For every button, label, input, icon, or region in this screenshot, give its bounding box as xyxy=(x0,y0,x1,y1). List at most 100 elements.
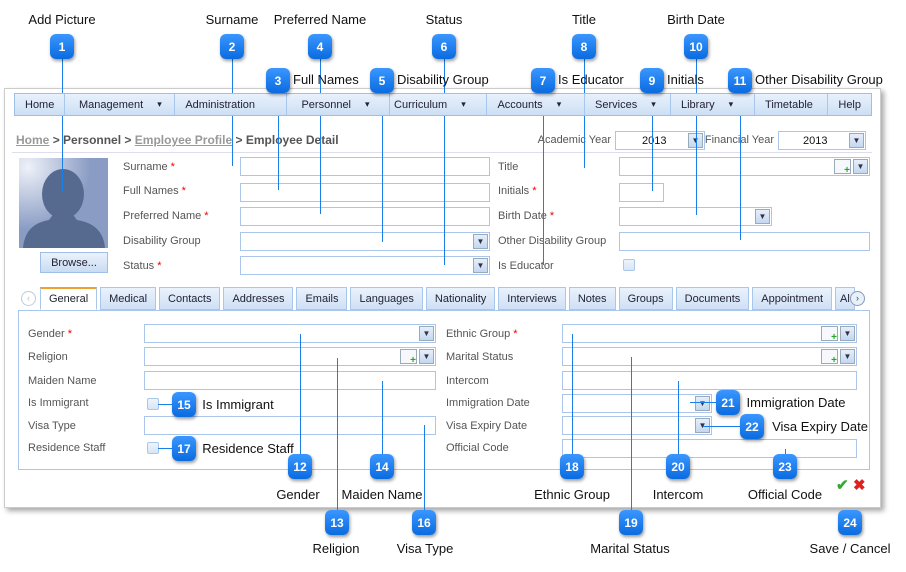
full-names-label: Full Names* xyxy=(123,185,186,197)
religion-select[interactable]: ▼ xyxy=(144,347,436,366)
preferred-name-input[interactable] xyxy=(240,207,490,226)
tab-contacts[interactable]: Contacts xyxy=(159,287,221,310)
tab-documents[interactable]: Documents xyxy=(675,287,750,310)
chevron-down-icon[interactable]: ▼ xyxy=(473,258,488,273)
breadcrumb-personnel: Personnel xyxy=(63,133,122,147)
callout-label: Surname xyxy=(205,12,259,27)
gender-label: Gender* xyxy=(28,328,72,340)
breadcrumb-employee-profile[interactable]: Employee Profile xyxy=(134,133,233,147)
chevron-down-icon[interactable]: ▼ xyxy=(840,349,855,364)
add-icon[interactable] xyxy=(834,159,851,176)
callout-label: Title xyxy=(571,12,597,27)
other-disability-group-input[interactable] xyxy=(619,232,870,251)
tab-general[interactable]: General xyxy=(40,287,98,310)
visa-type-input[interactable] xyxy=(144,416,436,435)
tabs-scroll-right-icon[interactable]: › xyxy=(850,291,865,306)
tabs-scroll-left-icon[interactable]: ‹ xyxy=(21,291,36,306)
nav-management[interactable]: Management xyxy=(65,94,176,115)
add-icon[interactable] xyxy=(400,349,417,366)
callout-14: 14 xyxy=(370,454,394,479)
tab-notes[interactable]: Notes xyxy=(568,287,616,310)
title-select[interactable]: ▼ xyxy=(619,157,870,176)
full-names-input[interactable] xyxy=(240,183,490,202)
nav-home[interactable]: Home xyxy=(15,94,65,115)
official-code-input[interactable] xyxy=(562,439,857,458)
callout-label: Status xyxy=(425,12,463,27)
tab-languages[interactable]: Languages xyxy=(350,287,423,310)
add-icon[interactable] xyxy=(821,349,838,366)
chevron-down-icon[interactable]: ▼ xyxy=(419,326,434,341)
tab-groups[interactable]: Groups xyxy=(618,287,673,310)
callout-label: Add Picture xyxy=(28,12,96,27)
financial-year-label: Financial Year xyxy=(704,134,774,146)
nav-administration[interactable]: Administration xyxy=(175,94,288,115)
initials-input[interactable] xyxy=(619,183,664,202)
visa-expiry-date-picker[interactable]: ▼ xyxy=(562,416,712,435)
callout-label: Immigration Date xyxy=(746,395,846,410)
callout-label: Other Disability Group xyxy=(755,72,883,87)
nav-library[interactable]: Library xyxy=(671,94,756,115)
callout-label: Religion xyxy=(312,541,360,556)
nav-services[interactable]: Services xyxy=(585,94,671,115)
browse-button[interactable]: Browse... xyxy=(40,252,108,273)
callout-label: Maiden Name xyxy=(341,487,423,502)
general-tab-panel xyxy=(18,310,870,470)
callout-22: 22 xyxy=(740,414,764,439)
chevron-down-icon[interactable]: ▼ xyxy=(419,349,434,364)
nav-help[interactable]: Help xyxy=(838,98,861,111)
tab-emails[interactable]: Emails xyxy=(296,287,348,310)
callout-label: Full Names xyxy=(293,72,359,87)
chevron-down-icon[interactable]: ▼ xyxy=(849,133,864,148)
maiden-name-input[interactable] xyxy=(144,371,436,390)
tab-interviews[interactable]: Interviews xyxy=(498,287,566,310)
callout-label: Preferred Name xyxy=(273,12,367,27)
nav-personnel[interactable]: Personnel xyxy=(287,94,391,115)
chevron-down-icon[interactable]: ▼ xyxy=(695,396,710,411)
title-label: Title xyxy=(498,161,519,173)
birth-date-label: Birth Date* xyxy=(498,210,555,222)
tab-addresses[interactable]: Addresses xyxy=(223,287,294,310)
callout-20: 20 xyxy=(666,454,690,479)
chevron-down-icon[interactable]: ▼ xyxy=(840,326,855,341)
breadcrumb-home[interactable]: Home xyxy=(16,133,50,147)
main-nav: Home Management Administration Personnel… xyxy=(14,93,872,116)
callout-5: 5 xyxy=(370,68,394,93)
immigration-date-label: Immigration Date xyxy=(446,397,530,409)
is-educator-checkbox[interactable] xyxy=(623,259,635,271)
breadcrumb: Home > Personnel > Employee Profile > Em… xyxy=(16,133,339,147)
save-check-icon[interactable]: ✔ xyxy=(836,477,849,494)
tab-medical[interactable]: Medical xyxy=(100,287,157,310)
nav-timetable[interactable]: Timetable xyxy=(755,94,829,115)
cancel-x-icon[interactable]: ✖ xyxy=(853,477,866,494)
surname-input[interactable] xyxy=(240,157,490,176)
religion-label: Religion xyxy=(28,351,68,363)
disability-group-select[interactable]: ▼ xyxy=(240,232,490,251)
ethnic-group-select[interactable]: ▼ xyxy=(562,324,857,343)
initials-label: Initials* xyxy=(498,185,537,197)
profile-picture xyxy=(19,158,108,248)
callout-19: 19 xyxy=(619,510,643,535)
immigration-date-picker[interactable]: ▼ xyxy=(562,394,712,413)
chevron-down-icon[interactable]: ▼ xyxy=(688,133,703,148)
academic-year-select[interactable]: 2013▼ xyxy=(615,131,705,150)
marital-status-select[interactable]: ▼ xyxy=(562,347,857,366)
tab-strip: General Medical Contacts Addresses Email… xyxy=(40,287,855,310)
intercom-input[interactable] xyxy=(562,371,857,390)
chevron-down-icon[interactable]: ▼ xyxy=(473,234,488,249)
status-select[interactable]: ▼ xyxy=(240,256,490,275)
nav-curriculum[interactable]: Curriculum xyxy=(390,94,488,115)
chevron-down-icon[interactable]: ▼ xyxy=(853,159,868,174)
nav-accounts[interactable]: Accounts xyxy=(487,94,586,115)
callout-10: 10 xyxy=(684,34,708,59)
birth-date-picker[interactable]: ▼ xyxy=(619,207,772,226)
is-educator-label: Is Educator xyxy=(498,260,554,272)
financial-year-select[interactable]: 2013▼ xyxy=(778,131,866,150)
tab-appointment[interactable]: Appointment xyxy=(752,287,833,310)
gender-select[interactable]: ▼ xyxy=(144,324,436,343)
callout-23: 23 xyxy=(773,454,797,479)
tab-nationality[interactable]: Nationality xyxy=(425,287,496,310)
chevron-down-icon[interactable]: ▼ xyxy=(755,209,770,224)
intercom-label: Intercom xyxy=(446,375,489,387)
add-icon[interactable] xyxy=(821,326,838,343)
chevron-down-icon[interactable]: ▼ xyxy=(695,418,710,433)
